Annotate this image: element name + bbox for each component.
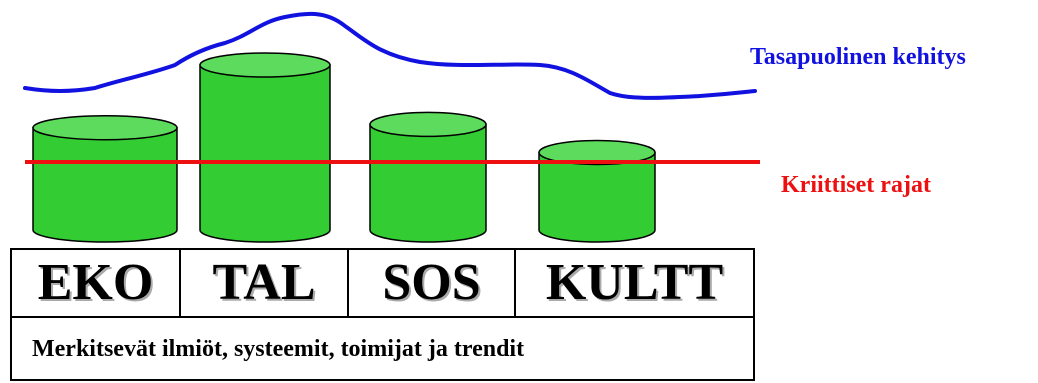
cylinder-tal-body <box>199 64 331 243</box>
cell-kultt-label: KULTT <box>545 254 724 311</box>
balanced-development-label: Tasapuolinen kehitys <box>750 44 966 70</box>
cylinder-eko-body <box>32 126 178 243</box>
cylinder-kultt <box>538 139 656 243</box>
cylinder-sos <box>369 111 487 243</box>
cylinder-eko-top <box>32 114 178 141</box>
cylinder-tal <box>199 52 331 243</box>
cell-eko-label: EKO <box>37 254 154 311</box>
cylinder-sos-top <box>369 111 487 138</box>
balanced-development-curve <box>23 11 757 100</box>
cylinder-kultt-body <box>538 151 656 243</box>
cell-eko: EKO <box>12 250 179 316</box>
description-row: Merkitsevät ilmiöt, systeemit, toimijat … <box>12 318 753 381</box>
cell-kultt: KULTT <box>514 250 753 316</box>
dimensions-table: EKO TAL SOS KULTT Merkitsevät ilmiöt, sy… <box>10 248 755 381</box>
description-text: Merkitsevät ilmiöt, systeemit, toimijat … <box>32 336 525 362</box>
cell-sos: SOS <box>347 250 514 316</box>
cylinder-sos-body <box>369 123 487 243</box>
dimensions-row: EKO TAL SOS KULTT <box>12 250 753 318</box>
cylinder-eko <box>32 114 178 243</box>
pillar-cylinders <box>32 52 656 243</box>
cell-tal-label: TAL <box>212 254 316 311</box>
cell-sos-label: SOS <box>382 254 481 311</box>
critical-limits-label: Kriittiset rajat <box>781 172 931 198</box>
cylinder-tal-top <box>199 52 331 78</box>
cylinder-kultt-top <box>538 139 656 166</box>
cell-tal: TAL <box>179 250 347 316</box>
